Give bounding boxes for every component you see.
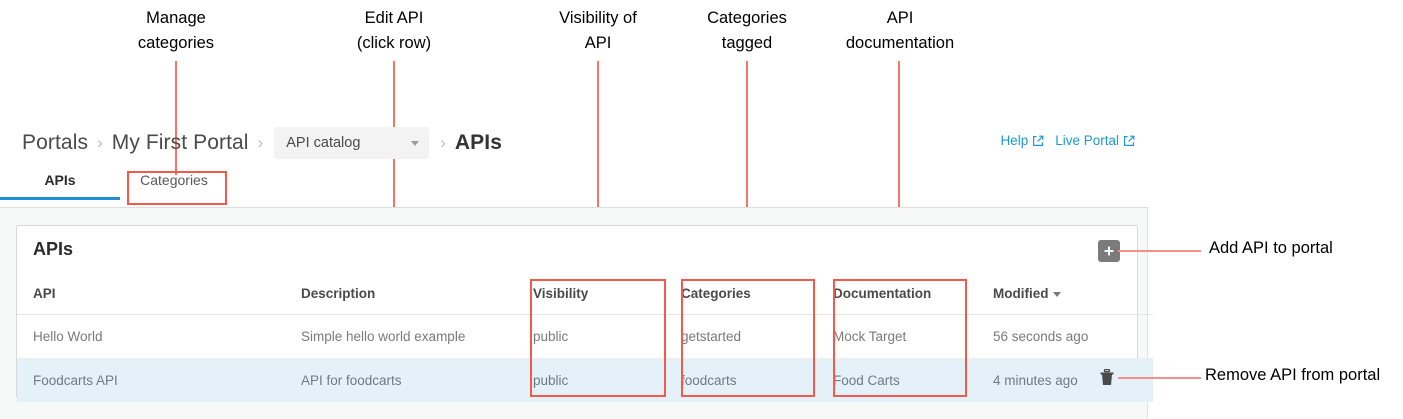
breadcrumb-catalog-select[interactable]: API catalog: [274, 127, 430, 159]
breadcrumb-item-my-first-portal[interactable]: My First Portal: [111, 131, 249, 154]
chevron-down-icon: [411, 140, 420, 146]
remove-api-button[interactable]: [1098, 367, 1116, 387]
breadcrumb-item-portals[interactable]: Portals: [22, 131, 89, 154]
cell-api: Foodcarts API: [33, 373, 118, 388]
cell-description: API for foodcarts: [301, 373, 402, 388]
breadcrumb: Portals › My First Portal › API catalog …: [22, 126, 502, 160]
callout-line-categories-tagged: [746, 61, 748, 280]
callout-line-visibility-of-api: [597, 61, 599, 280]
table-row[interactable]: Hello World Simple hello world example p…: [17, 315, 1153, 359]
cell-visibility: public: [533, 329, 569, 344]
breadcrumb-catalog-select-label: API catalog: [286, 135, 361, 151]
trash-icon: [1098, 367, 1116, 387]
cell-modified: 56 seconds ago: [993, 329, 1089, 344]
column-header-visibility-label: Visibility: [533, 285, 589, 301]
callout-line-api-documentation: [898, 61, 900, 280]
column-header-visibility[interactable]: Visibility: [533, 282, 681, 315]
cell-documentation: Mock Target: [833, 329, 907, 344]
callout-label-visibility-of-api: Visibility of API: [559, 9, 637, 52]
live-portal-link[interactable]: Live Portal: [1055, 133, 1135, 148]
callout-line-remove-api-from-portal: [1118, 377, 1201, 379]
cell-documentation: Food Carts: [833, 373, 900, 388]
breadcrumb-item-apis: APIs: [454, 131, 503, 154]
plus-icon: [1103, 245, 1115, 257]
column-header-api[interactable]: API: [33, 285, 56, 301]
callout-label-add-api-to-portal: Add API to portal: [1209, 239, 1333, 257]
breadcrumb-separator-icon: ›: [257, 133, 264, 152]
top-links: Help Live Portal: [1000, 133, 1135, 148]
column-header-description[interactable]: Description: [301, 285, 376, 301]
cell-categories: getstarted: [681, 329, 742, 344]
apis-table: API Description Visibility Categories Do…: [17, 282, 1153, 402]
tab-bar: APIs Categories: [0, 172, 1148, 208]
add-api-button[interactable]: [1098, 240, 1120, 262]
external-link-icon: [1123, 135, 1135, 147]
column-header-modified[interactable]: Modified: [993, 282, 1153, 315]
live-portal-link-label: Live Portal: [1055, 133, 1119, 148]
cell-categories: foodcarts: [681, 373, 737, 388]
table-body: Hello World Simple hello world example p…: [17, 315, 1153, 402]
column-header-categories[interactable]: Categories: [681, 282, 833, 315]
help-link-label: Help: [1000, 133, 1029, 148]
column-header-documentation-label: Documentation: [833, 285, 932, 301]
callout-label-manage-categories: Manage categories: [137, 9, 215, 52]
help-link[interactable]: Help: [1000, 133, 1044, 148]
card-title: APIs: [33, 239, 74, 259]
external-link-icon: [1032, 135, 1044, 147]
table-head: API Description Visibility Categories Do…: [17, 282, 1153, 315]
column-header-documentation[interactable]: Documentation: [833, 282, 993, 315]
cell-modified: 4 minutes ago: [993, 373, 1078, 388]
table-row[interactable]: Foodcarts API API for foodcarts public f…: [17, 358, 1153, 402]
callout-line-manage-categories: [175, 61, 177, 175]
cell-api: Hello World: [33, 329, 103, 344]
column-header-modified-label: Modified: [993, 285, 1049, 301]
callout-label-remove-api-from-portal: Remove API from portal: [1205, 366, 1381, 384]
tab-apis[interactable]: APIs: [0, 172, 120, 200]
breadcrumb-separator-icon: ›: [97, 133, 103, 152]
callout-label-categories-tagged: Categories tagged: [707, 9, 787, 52]
breadcrumb-separator-icon: ›: [440, 133, 446, 152]
cell-visibility: public: [533, 373, 569, 388]
table-header-row: API Description Visibility Categories Do…: [17, 282, 1153, 315]
cell-description: Simple hello world example: [301, 329, 466, 344]
sort-desc-icon: [1052, 291, 1061, 297]
callout-label-api-documentation: API documentation: [845, 9, 955, 52]
apis-card: [16, 225, 1138, 398]
callout-line-add-api-to-portal: [1118, 250, 1201, 252]
column-header-categories-label: Categories: [681, 285, 751, 301]
tab-categories[interactable]: Categories: [140, 172, 208, 188]
callout-label-edit-api: Edit API (click row): [356, 9, 432, 52]
